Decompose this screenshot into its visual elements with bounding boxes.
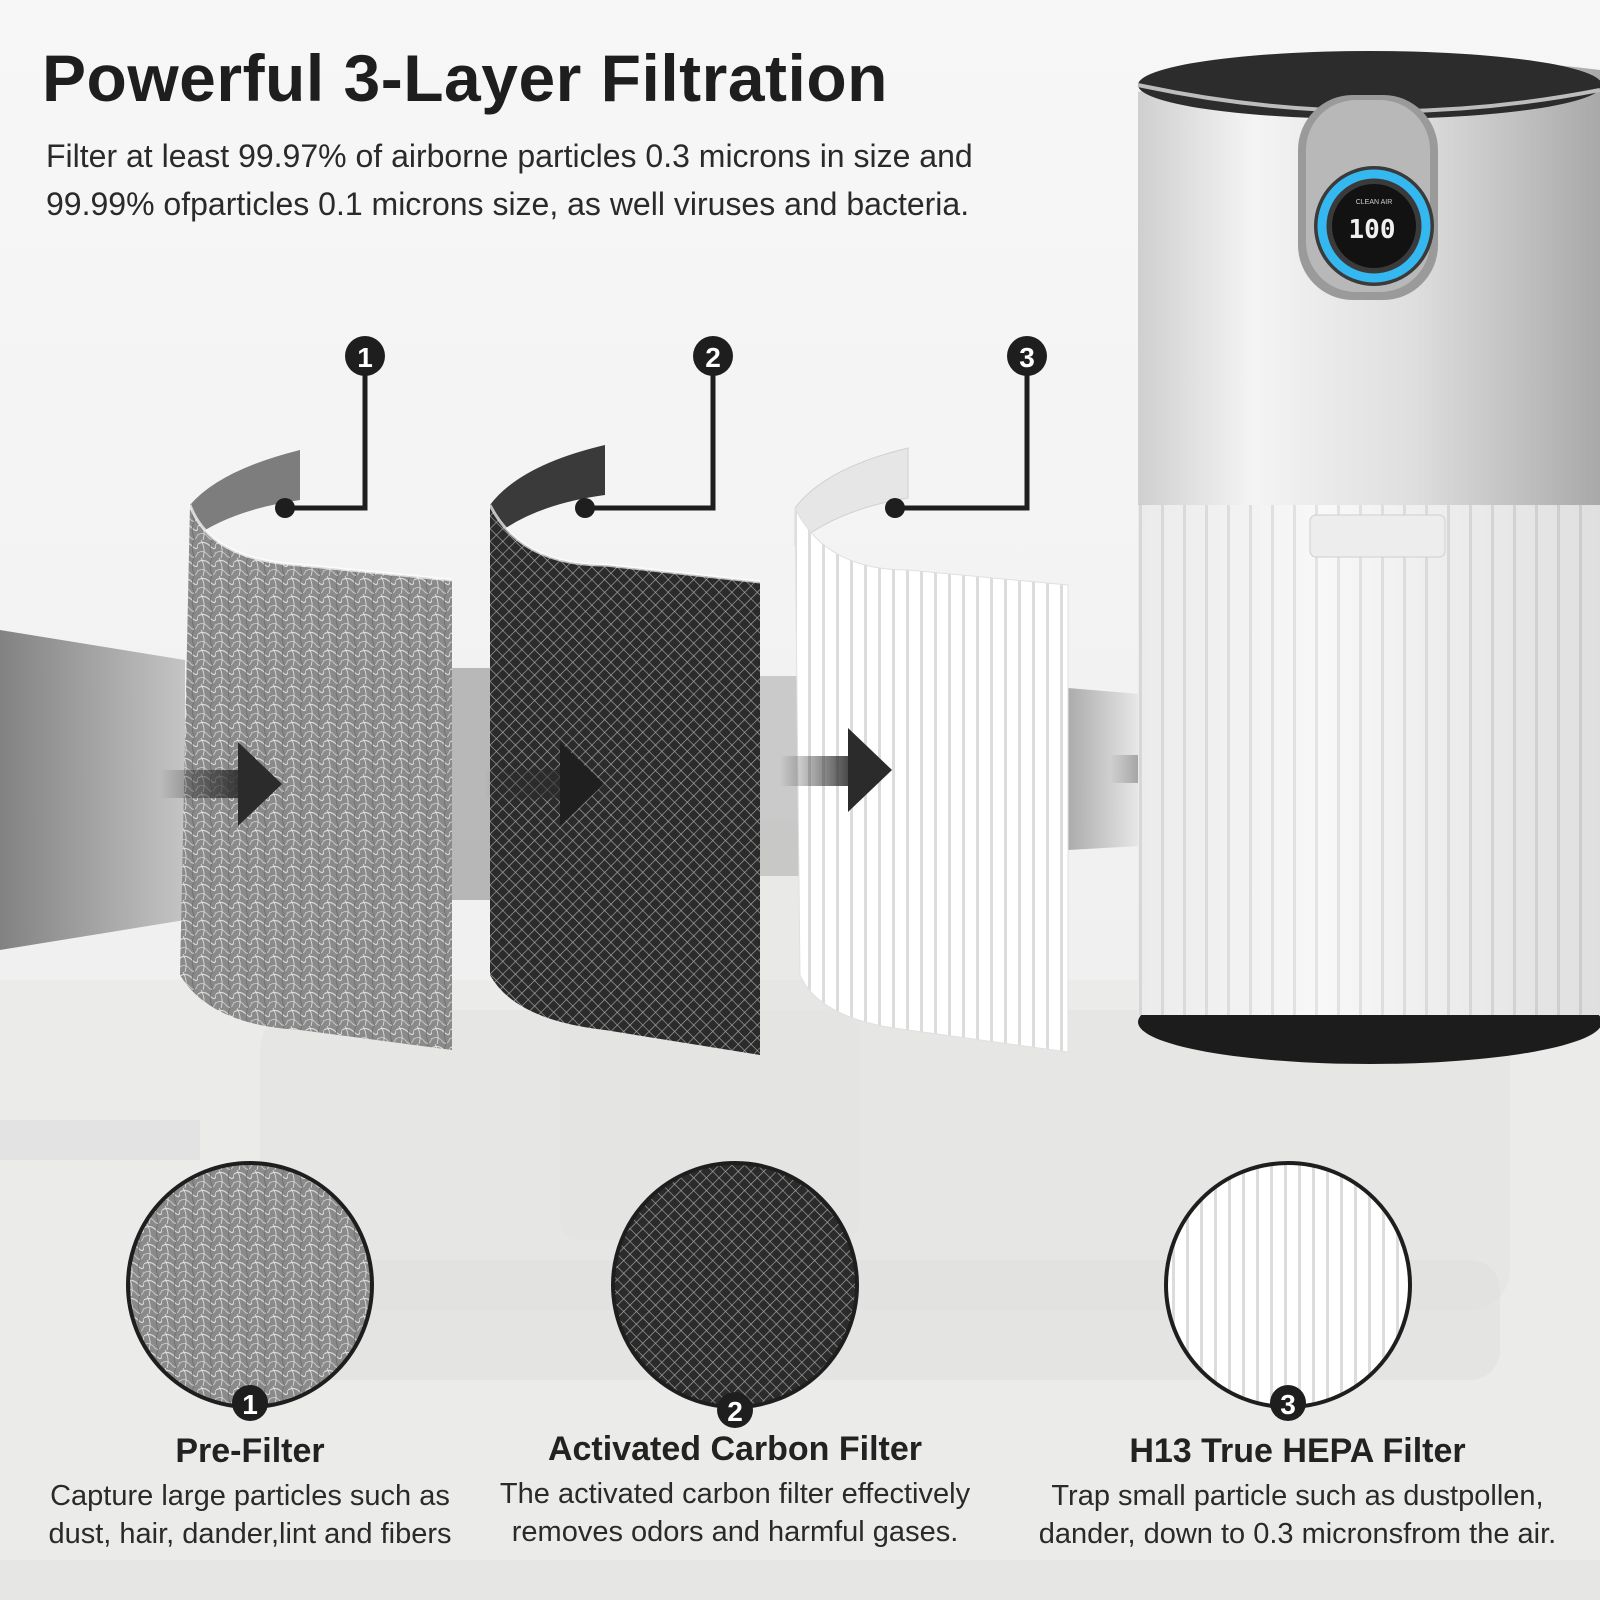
airflow-band-4 bbox=[1068, 688, 1140, 850]
page-subtitle: Filter at least 99.97% of airborne parti… bbox=[46, 138, 973, 222]
callout-line-2 bbox=[585, 375, 716, 511]
svg-text:CLEAN AIR: CLEAN AIR bbox=[1356, 199, 1393, 206]
carbon-filter-detail-circle: 2 bbox=[611, 1161, 859, 1428]
svg-text:3: 3 bbox=[1280, 1389, 1296, 1420]
svg-text:2: 2 bbox=[705, 342, 721, 373]
pre-filter-name: Pre-Filter bbox=[175, 1432, 325, 1470]
svg-text:100: 100 bbox=[1349, 215, 1396, 245]
callout-line-1 bbox=[285, 375, 368, 511]
svg-text:1: 1 bbox=[242, 1389, 258, 1420]
callout-line-3 bbox=[895, 375, 1030, 511]
svg-text:3: 3 bbox=[1019, 342, 1035, 373]
hepa-filter-card: H13 True HEPA Filter Trap small particle… bbox=[1005, 1432, 1590, 1553]
hepa-filter-detail-circle: 3 bbox=[1164, 1161, 1412, 1421]
page-title: Powerful 3-Layer Filtration bbox=[42, 41, 888, 115]
callout-badge-1: 1 bbox=[345, 336, 385, 376]
flow-arrow-1 bbox=[160, 742, 282, 826]
callout-badge-3: 3 bbox=[1007, 336, 1047, 376]
hepa-filter-description: Trap small particle such as dustpollen, … bbox=[1038, 1480, 1557, 1550]
purifier-display: CLEAN AIR 100 bbox=[1349, 199, 1396, 245]
carbon-filter-description: The activated carbon filter effectively … bbox=[499, 1478, 971, 1548]
airflow-band-1 bbox=[0, 630, 185, 950]
pre-filter-detail-circle: 1 bbox=[126, 1161, 374, 1421]
airflow-band-2 bbox=[450, 668, 490, 900]
carbon-filter-card: Activated Carbon Filter The activated ca… bbox=[480, 1430, 990, 1551]
pre-filter-description: Capture large particles such as dust, ha… bbox=[48, 1480, 452, 1550]
carbon-filter-name: Activated Carbon Filter bbox=[547, 1430, 923, 1468]
air-purifier bbox=[1137, 51, 1600, 1064]
svg-text:1: 1 bbox=[357, 342, 373, 373]
flow-arrow-3 bbox=[780, 728, 892, 812]
pre-filter-panel bbox=[180, 450, 453, 1050]
callout-badge-2: 2 bbox=[693, 336, 733, 376]
carbon-filter-panel bbox=[488, 445, 761, 1055]
hepa-filter-name: H13 True HEPA Filter bbox=[1129, 1432, 1466, 1470]
svg-text:2: 2 bbox=[727, 1396, 743, 1427]
hepa-filter-panel bbox=[794, 447, 1069, 1053]
flow-arrow-2 bbox=[485, 742, 604, 826]
pre-filter-card: Pre-Filter Capture large particles such … bbox=[20, 1432, 480, 1553]
